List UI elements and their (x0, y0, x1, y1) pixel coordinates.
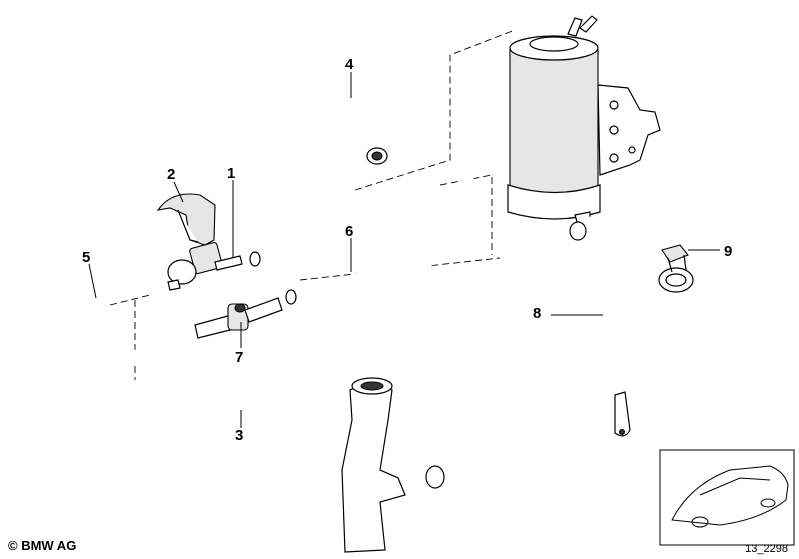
callout-labels: 4 2 1 5 6 7 3 8 9 (82, 56, 732, 444)
hose-4 (248, 98, 403, 267)
hose-3 (58, 273, 445, 439)
callout-6: 6 (345, 223, 353, 240)
callout-8: 8 (533, 305, 541, 322)
bracket-2 (156, 193, 216, 246)
callout-2: 2 (167, 166, 175, 183)
charcoal-canister (507, 15, 661, 226)
intake-pipe (341, 377, 406, 553)
callout-3: 3 (235, 427, 243, 444)
callout-9: 9 (724, 243, 732, 260)
connector-7 (194, 297, 283, 339)
valve-1 (167, 241, 243, 291)
hose-5 (46, 295, 197, 367)
hose-8 (425, 215, 725, 489)
reference-code: 13_2298 (745, 543, 788, 555)
car-thumbnail (659, 449, 795, 546)
leader-lines (88, 72, 720, 428)
callout-1: 1 (227, 165, 235, 182)
callout-4: 4 (345, 56, 354, 73)
callout-7: 7 (235, 349, 243, 366)
callout-5: 5 (82, 249, 90, 266)
clip-9 (658, 244, 694, 293)
copyright-label: © BMW AG (8, 538, 77, 553)
hose-6 (285, 177, 476, 305)
